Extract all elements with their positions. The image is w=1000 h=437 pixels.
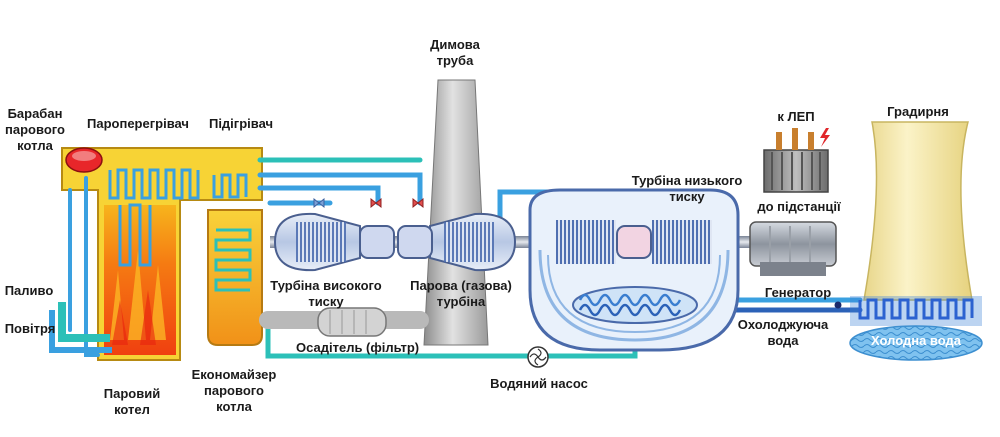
label-substation: до підстанції <box>754 199 844 215</box>
hp-ip-turbine <box>273 212 517 272</box>
label-precipitator: Осадітель (фільтр) <box>296 340 420 355</box>
label-cooling-water: Охолоджуюча вода <box>737 317 829 348</box>
label-lep: к ЛЕП <box>777 109 815 124</box>
fuel-air-inlet <box>49 302 112 353</box>
precipitator <box>317 307 387 337</box>
junction-node <box>834 301 842 309</box>
label-lp-turbine: Турбіна низького тиску <box>631 173 743 204</box>
label-fuel: Паливо <box>4 283 54 298</box>
generator <box>749 221 837 276</box>
label-hp-turbine: Турбіна високого тиску <box>270 278 382 309</box>
label-boiler: Паровий котел <box>103 386 161 417</box>
label-cold-water: Холодна вода <box>871 333 961 348</box>
drum-icon <box>65 147 103 173</box>
label-air: Повітря <box>4 321 56 336</box>
label-pump: Водяний насос <box>490 376 588 391</box>
label-generator: Генератор <box>764 285 832 300</box>
label-superheater: Пароперегрівач <box>87 116 189 131</box>
label-economizer: Економайзер парового котла <box>191 367 277 414</box>
label-drum: Барабан парового котла <box>5 106 65 153</box>
label-reheater: Підігрівач <box>208 116 274 131</box>
pump-icon <box>527 346 549 368</box>
valve-icon <box>313 197 424 209</box>
label-ip-turbine: Парова (газова) турбіна <box>410 278 512 309</box>
label-chimney: Димова труба <box>430 37 480 68</box>
label-cooling-tower: Градирня <box>887 104 949 119</box>
transformer <box>763 128 829 193</box>
lp-turbine-condenser <box>528 188 740 352</box>
superheater-coils <box>108 168 248 267</box>
cooling-tower <box>849 121 983 361</box>
economizer <box>207 209 263 346</box>
lightning-icon <box>820 128 830 147</box>
